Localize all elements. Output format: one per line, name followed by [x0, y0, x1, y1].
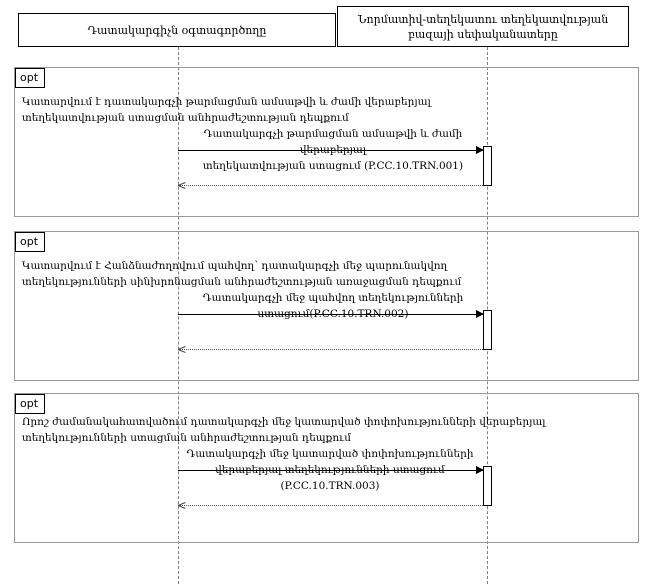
reply-1-arrowhead-icon: [178, 181, 185, 189]
reply-3-arrowhead-icon: [178, 501, 185, 509]
opt-fragment-2-operator: opt: [15, 232, 46, 252]
activation-bar-3: [483, 466, 492, 506]
participant-owner-label: Նորմատիվ-տեղեկատու տեղեկատվության բազայի…: [357, 12, 609, 41]
message-2-label: Դատակարգչի մեջ պահվող տեղեկությունների ս…: [202, 292, 464, 320]
activation-bar-1: [483, 146, 492, 186]
message-3-line[interactable]: [178, 470, 483, 471]
message-1-line[interactable]: [178, 150, 483, 151]
activation-bar-2: [483, 310, 492, 350]
opt-fragment-1-guard: Կատարվում է դատակարգչի թարմացման ամսաթվի…: [22, 96, 431, 124]
participant-actor[interactable]: Դատակարգիչն օգտագործողը: [18, 13, 336, 47]
reply-3-line[interactable]: [180, 505, 483, 506]
message-2-arrowhead-icon: [476, 310, 484, 318]
opt-fragment-3-operator: opt: [15, 394, 46, 414]
message-1-arrowhead-icon: [476, 146, 484, 154]
opt-fragment-2[interactable]: opt: [14, 231, 639, 381]
participant-owner[interactable]: Նորմատիվ-տեղեկատու տեղեկատվության բազայի…: [337, 6, 629, 47]
opt-fragment-1[interactable]: opt: [14, 67, 639, 217]
opt-fragment-2-guard: Կատարվում է Հանձնաժողովում պահվող՝ դատակ…: [22, 260, 462, 288]
opt-fragment-1-operator: opt: [15, 68, 46, 88]
opt-fragment-3-guard: Որոշ ժամանակահատվածում դատակարգչի մեջ կա…: [22, 416, 546, 444]
reply-2-line[interactable]: [180, 349, 483, 350]
message-3-arrowhead-icon: [476, 466, 484, 474]
opt-fragment-3[interactable]: opt: [14, 393, 639, 543]
reply-2-arrowhead-icon: [178, 345, 185, 353]
message-2-line[interactable]: [178, 314, 483, 315]
reply-1-line[interactable]: [180, 185, 483, 186]
lifeline-actor: [178, 47, 179, 584]
participant-actor-label: Դատակարգիչն օգտագործողը: [87, 23, 267, 37]
